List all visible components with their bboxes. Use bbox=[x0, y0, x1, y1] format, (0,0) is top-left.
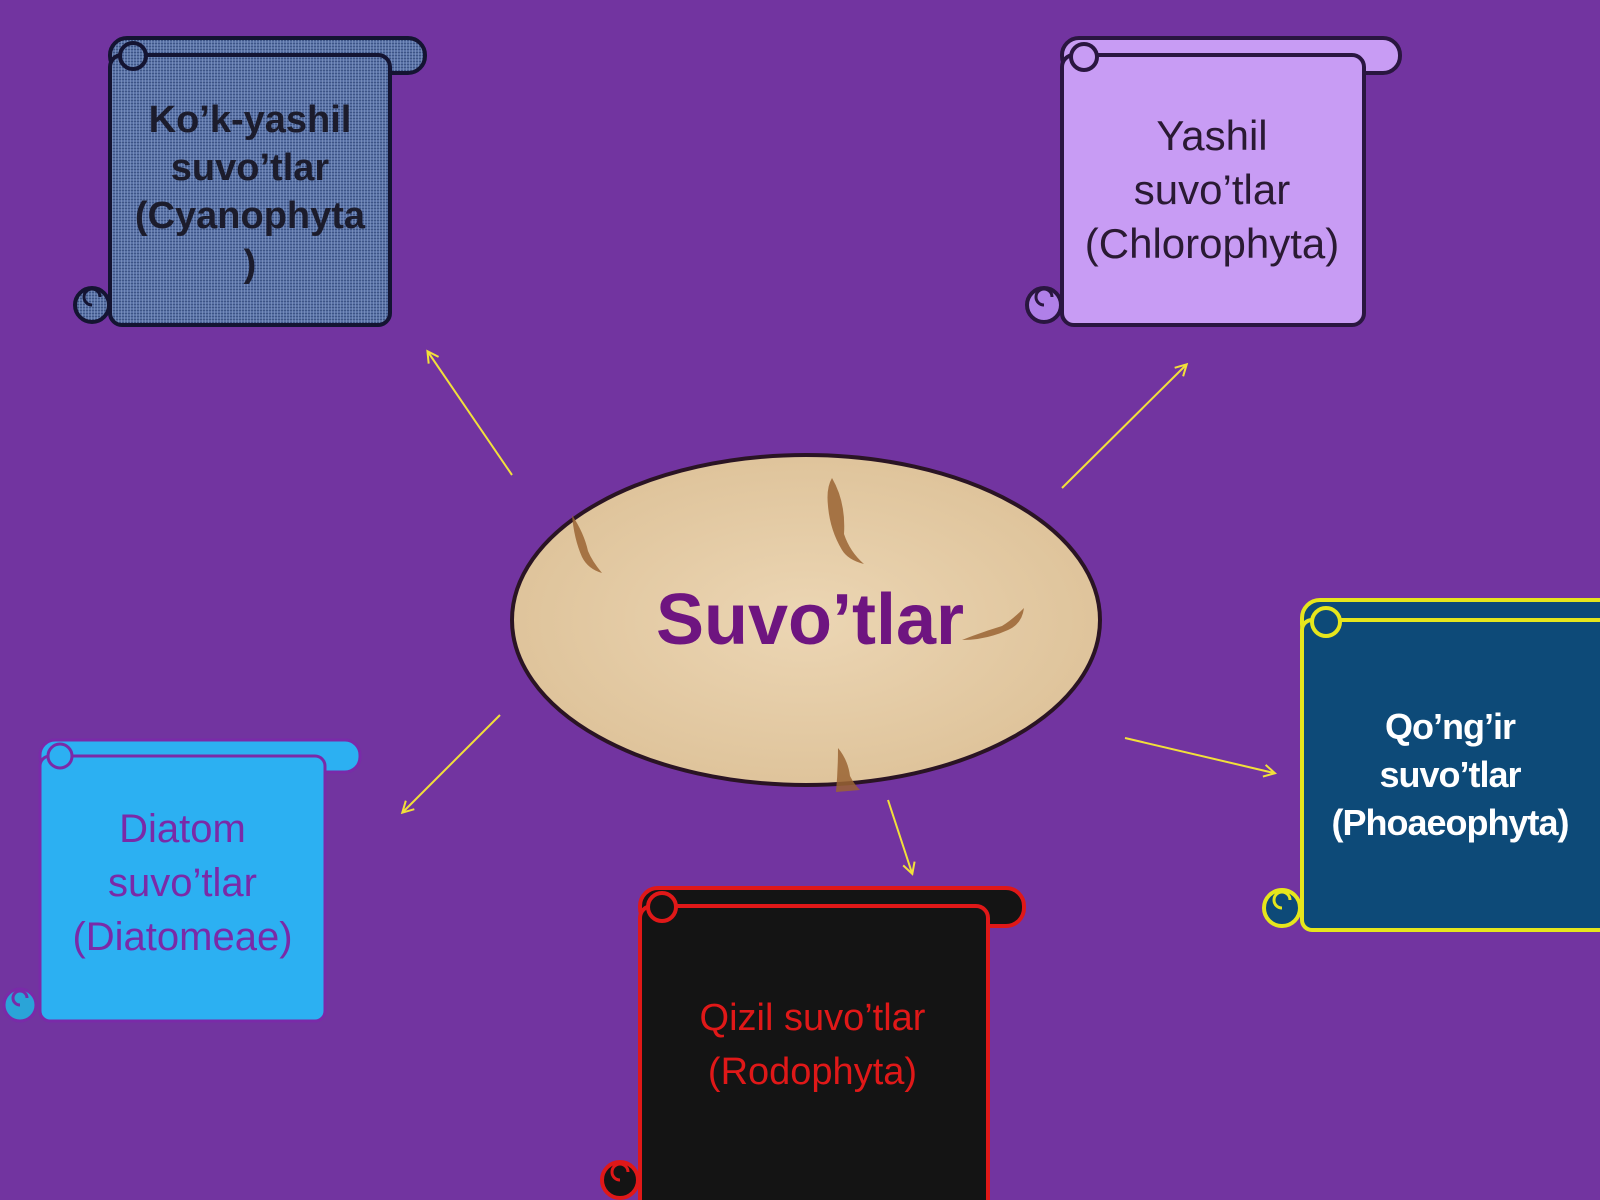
arrow-to-chlorophyta bbox=[1061, 365, 1186, 489]
scroll-curl-icon bbox=[118, 41, 148, 71]
arrows bbox=[403, 352, 1274, 873]
scroll-cyanophyta bbox=[73, 36, 427, 327]
scroll-phoaeophyta bbox=[1262, 598, 1600, 932]
scroll-curl-icon bbox=[646, 891, 678, 923]
center-title: Suvo’tlar bbox=[655, 580, 965, 660]
label-cyanophyta: Ko’k-yashil suvo’tlar (Cyanophyta ) bbox=[134, 99, 366, 285]
scroll-rodophyta bbox=[600, 886, 1026, 1200]
arrow-to-cyanophyta bbox=[428, 352, 513, 476]
scroll-chlorophyta bbox=[1025, 36, 1402, 327]
center-node bbox=[510, 453, 1102, 792]
fish-fossil-icon bbox=[572, 478, 1024, 792]
label-phoaeophyta: Qo’ng’ir suvo’tlar (Phoaeophyta) bbox=[1331, 706, 1569, 843]
scroll-diatomeae bbox=[2, 738, 362, 1023]
arrow-to-phoaeophyta bbox=[1124, 737, 1274, 773]
arrow-to-rodophyta bbox=[887, 799, 912, 873]
label-diatomeae: Diatom suvo’tlar (Diatomeae) bbox=[72, 807, 293, 959]
scroll-curl-icon bbox=[1310, 606, 1342, 638]
arrow-to-diatomeae bbox=[403, 714, 501, 812]
label-rodophyta: Qizil suvo’tlar (Rodophyta) bbox=[699, 997, 926, 1093]
label-chlorophyta: Yashil suvo’tlar (Chlorophyta) bbox=[1084, 112, 1340, 267]
scroll-curl-icon bbox=[1069, 42, 1099, 72]
scroll-curl-icon bbox=[46, 742, 74, 770]
